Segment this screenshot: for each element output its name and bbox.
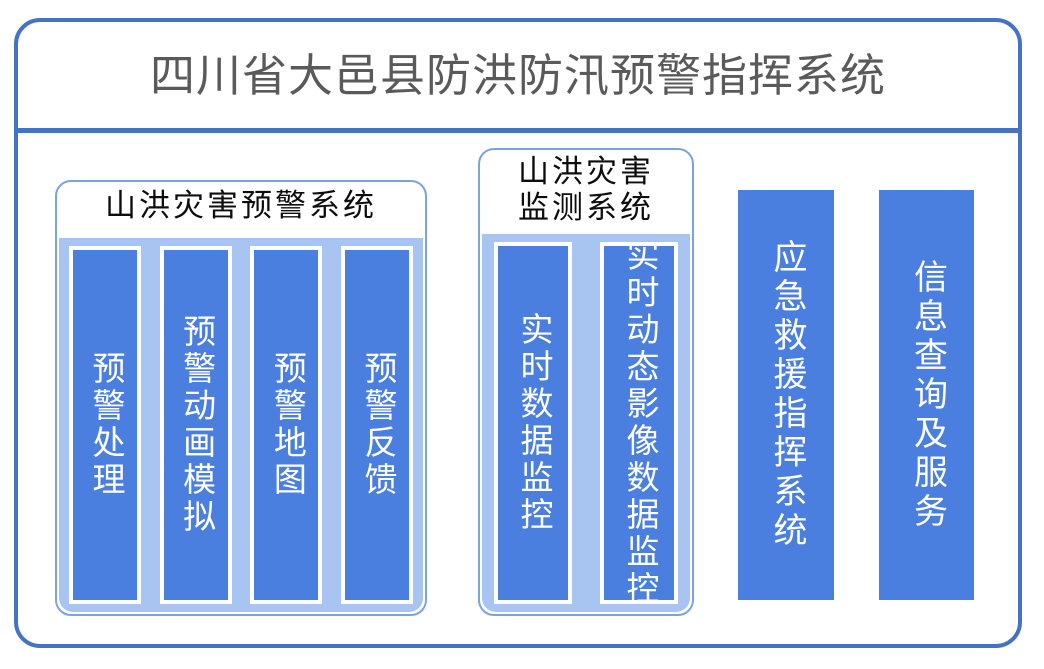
module-warning-feedback[interactable]: 预警反馈 [340, 246, 413, 604]
module-label: 信息查询及服务 [908, 258, 946, 532]
module-information-query-and-service[interactable]: 信息查询及服务 [879, 190, 974, 600]
group-monitor-system[interactable]: 山洪灾害 监测系统 实时数据监控 实时动态影像数据监控 [478, 148, 694, 616]
page-title: 四川省大邑县防洪防汛预警指挥系统 [149, 49, 886, 101]
header: 四川省大邑县防洪防汛预警指挥系统 [14, 18, 1022, 132]
module-warning-map[interactable]: 预警地图 [250, 246, 323, 604]
group-warning-system[interactable]: 山洪灾害预警系统 预警处理 预警动画模拟 预警地图 预警反馈 [55, 180, 427, 616]
module-label: 预警处理 [87, 351, 123, 499]
group-warning-system-title: 山洪灾害预警系统 [105, 188, 377, 223]
module-label: 实时动态影像数据监控 [621, 242, 657, 604]
module-realtime-dynamic-image-data-monitoring[interactable]: 实时动态影像数据监控 [600, 242, 678, 604]
module-warning-animation-simulation[interactable]: 预警动画模拟 [159, 246, 232, 604]
header-divider [18, 128, 1018, 133]
group-monitor-system-panel: 实时数据监控 实时动态影像数据监控 [482, 234, 690, 612]
module-emergency-rescue-command-system[interactable]: 应急救援指挥系统 [738, 190, 834, 600]
module-warning-processing[interactable]: 预警处理 [69, 246, 141, 604]
module-label: 预警动画模拟 [177, 314, 214, 536]
module-label: 实时数据监控 [515, 312, 551, 534]
module-label: 预警地图 [268, 351, 305, 499]
module-realtime-data-monitoring[interactable]: 实时数据监控 [494, 242, 572, 604]
group-monitor-system-title: 山洪灾害 监测系统 [518, 154, 654, 225]
module-label: 应急救援指挥系统 [768, 239, 805, 551]
module-label: 预警反馈 [358, 351, 395, 499]
group-warning-system-panel: 预警处理 预警动画模拟 预警地图 预警反馈 [59, 238, 423, 612]
